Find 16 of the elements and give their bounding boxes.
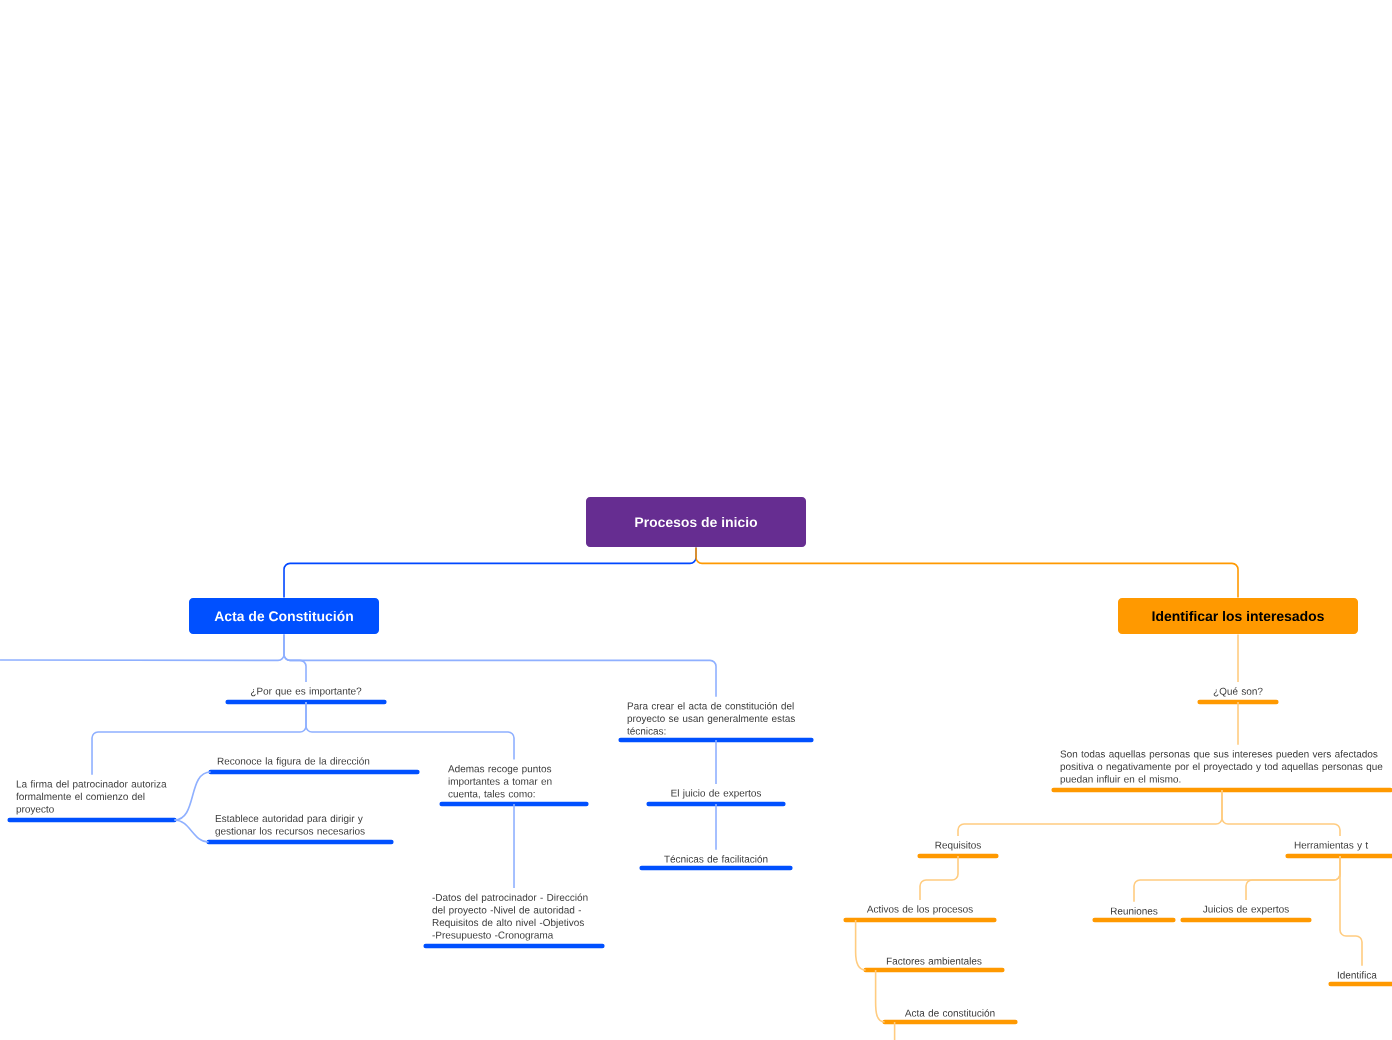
connector-line bbox=[874, 969, 886, 1023]
connector-line bbox=[1237, 701, 1239, 746]
connector-line bbox=[1339, 855, 1363, 967]
connector-line bbox=[715, 803, 717, 851]
connector-line bbox=[173, 771, 212, 821]
connector-line bbox=[305, 701, 515, 761]
connector-line bbox=[513, 803, 515, 889]
connector-line bbox=[715, 739, 717, 785]
connector-line bbox=[1237, 633, 1239, 683]
connector-line bbox=[893, 1021, 896, 1040]
connector-line bbox=[0, 633, 285, 662]
connector-line bbox=[695, 546, 1239, 599]
connector-line bbox=[173, 819, 210, 843]
connector-line bbox=[1221, 789, 1341, 837]
connector-line bbox=[919, 855, 959, 901]
connector-line bbox=[854, 919, 867, 971]
